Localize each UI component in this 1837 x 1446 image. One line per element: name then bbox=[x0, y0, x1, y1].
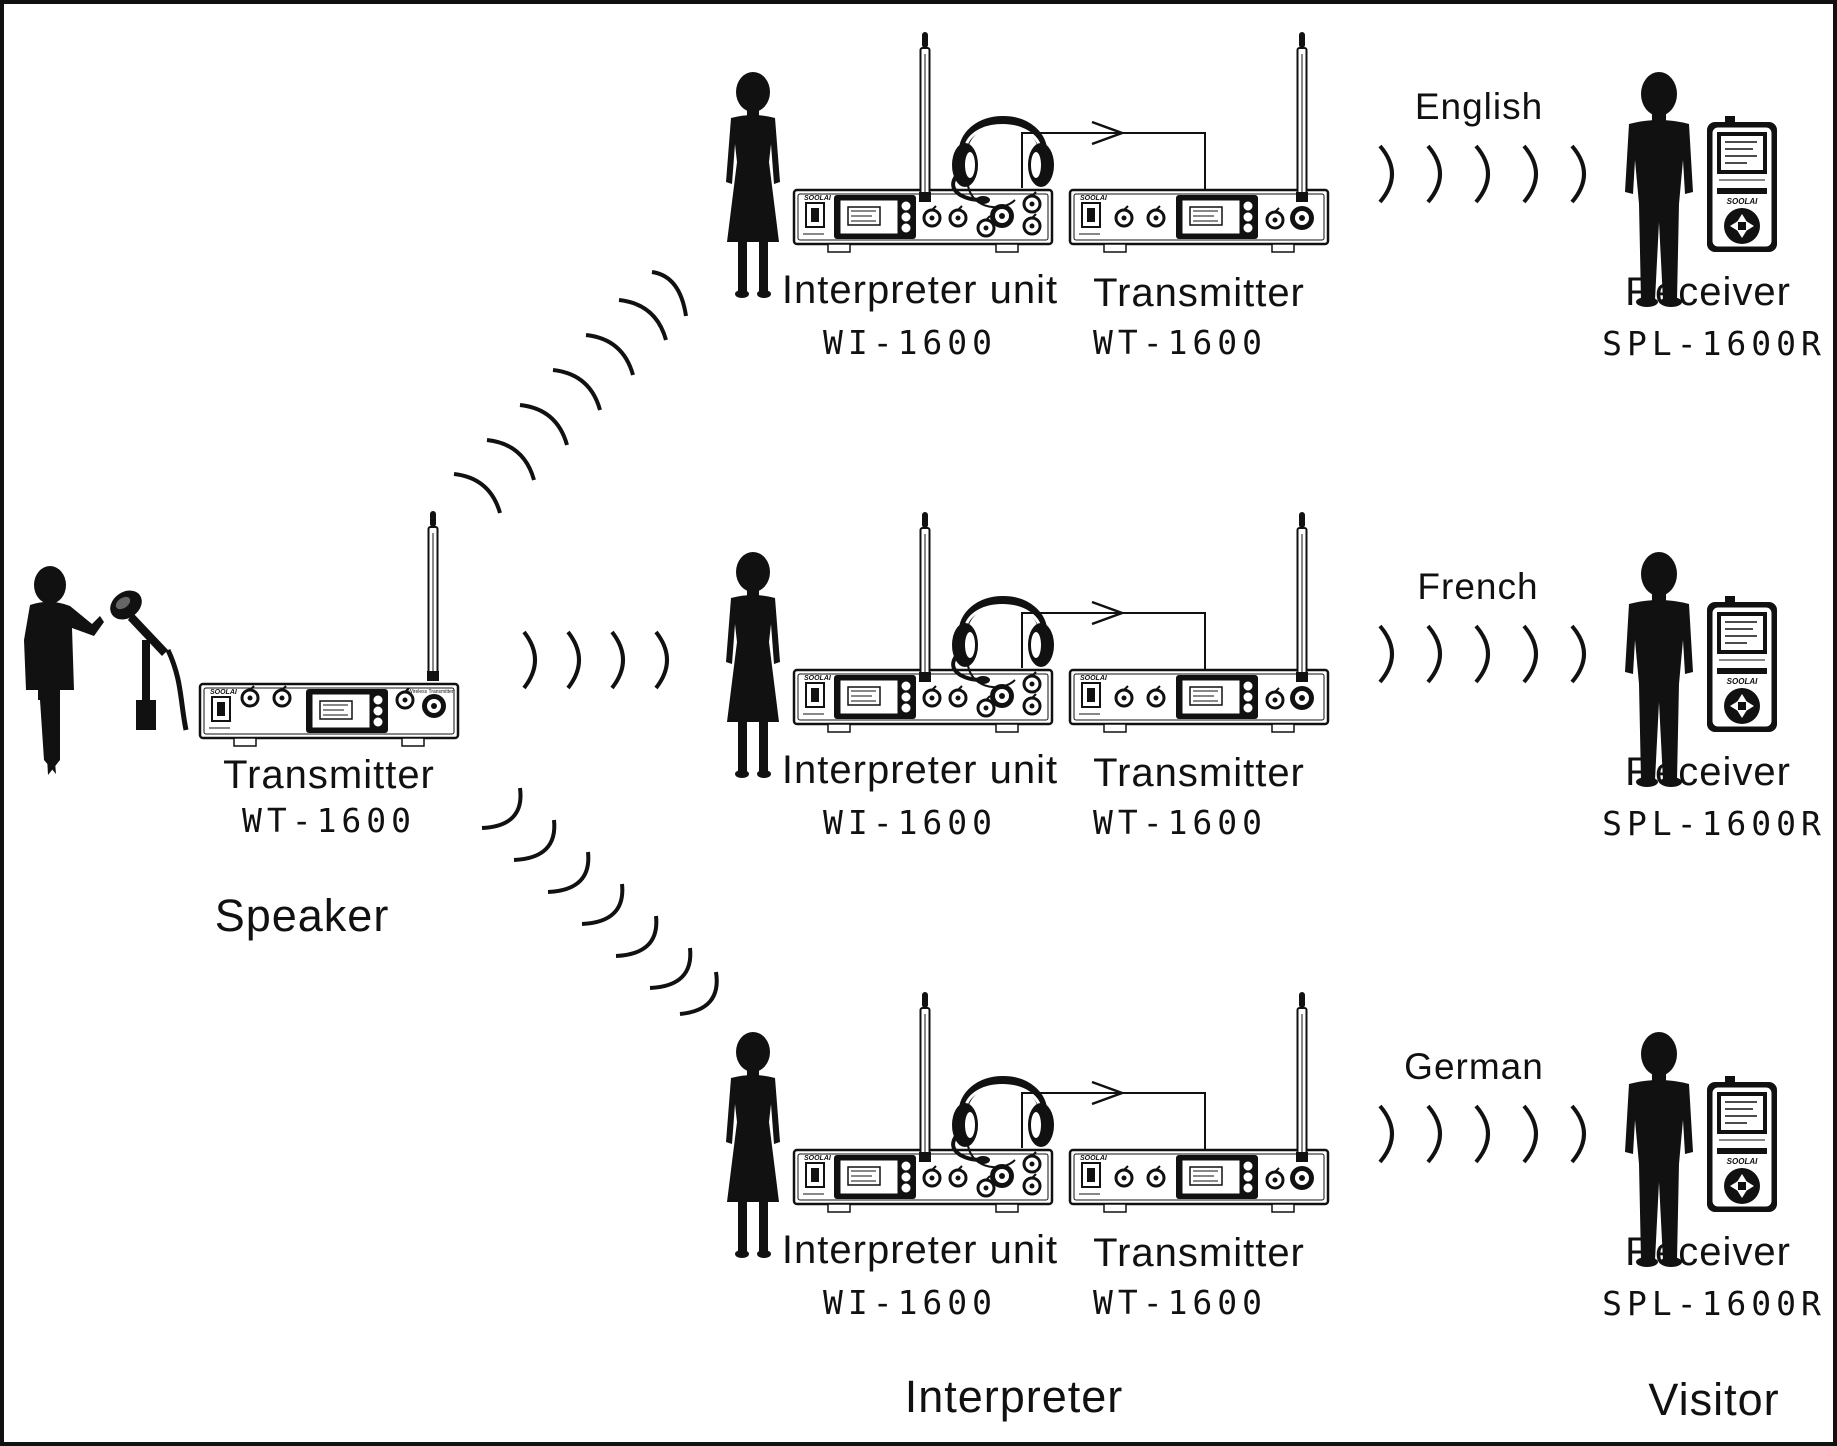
interpreter-unit-name: Interpreter unit bbox=[781, 1228, 1059, 1272]
language-label-french: French bbox=[1417, 566, 1539, 607]
interpreter-unit-name: Interpreter unit bbox=[781, 748, 1059, 792]
interpreter-person-icon bbox=[726, 552, 780, 778]
speaker-transmitter-device: Wireless Transmitter bbox=[198, 682, 460, 748]
row-transmitter-name: Transmitter bbox=[1093, 271, 1305, 315]
receiver-icon bbox=[1706, 1075, 1778, 1213]
arrow-icon bbox=[1021, 600, 1206, 672]
microphone-icon bbox=[110, 590, 189, 731]
transmitter-antenna-icon bbox=[1295, 991, 1309, 1163]
speaker-person-icon bbox=[24, 566, 104, 775]
receiver-name: Receiver bbox=[1625, 270, 1791, 314]
interpreter-unit-name: Interpreter unit bbox=[781, 268, 1059, 312]
speaker-role-label: Speaker bbox=[214, 890, 390, 941]
radio-wave-icon bbox=[1378, 624, 1586, 684]
interpreter-unit-model: WI-1600 bbox=[822, 323, 998, 362]
receiver-icon bbox=[1706, 595, 1778, 733]
radio-wave-up-icon bbox=[453, 270, 688, 514]
arrow-icon bbox=[1021, 1080, 1206, 1152]
interpreter-antenna-icon bbox=[918, 511, 932, 683]
receiver-model: SPL-1600R bbox=[1602, 324, 1826, 363]
radio-wave-down-icon bbox=[481, 787, 719, 1016]
receiver-model: SPL-1600R bbox=[1602, 804, 1826, 843]
row-transmitter-device bbox=[1068, 1148, 1330, 1214]
speaker-device-name: Transmitter bbox=[223, 753, 435, 797]
interpreter-person-icon bbox=[726, 1032, 780, 1258]
radio-wave-icon bbox=[522, 630, 669, 690]
language-label-english: English bbox=[1414, 86, 1544, 127]
transmitter-antenna-icon bbox=[1295, 31, 1309, 203]
receiver-model: SPL-1600R bbox=[1602, 1284, 1826, 1323]
interpreter-unit-model: WI-1600 bbox=[822, 1283, 998, 1322]
interpreter-person-icon bbox=[726, 72, 780, 298]
interpreter-antenna-icon bbox=[918, 31, 932, 203]
interpreter-row bbox=[726, 991, 1778, 1267]
row-transmitter-device bbox=[1068, 188, 1330, 254]
language-label-german: German bbox=[1404, 1046, 1544, 1087]
interpreter-role-label: Interpreter bbox=[904, 1371, 1124, 1422]
row-transmitter-model: WT-1600 bbox=[1092, 323, 1268, 362]
radio-wave-icon bbox=[1378, 144, 1586, 204]
receiver-name: Receiver bbox=[1625, 750, 1791, 794]
svg-text:Wireless Transmitter: Wireless Transmitter bbox=[408, 689, 454, 695]
row-transmitter-name: Transmitter bbox=[1093, 1231, 1305, 1275]
speaker-antenna-icon bbox=[426, 510, 440, 682]
transmitter-antenna-icon bbox=[1295, 511, 1309, 683]
row-transmitter-model: WT-1600 bbox=[1092, 1283, 1268, 1322]
receiver-name: Receiver bbox=[1625, 1230, 1791, 1274]
interpreter-row bbox=[726, 31, 1778, 307]
interpreter-unit-model: WI-1600 bbox=[822, 803, 998, 842]
row-transmitter-device bbox=[1068, 668, 1330, 734]
row-transmitter-model: WT-1600 bbox=[1092, 803, 1268, 842]
speaker-device-model: WT-1600 bbox=[241, 801, 417, 840]
interpreter-antenna-icon bbox=[918, 991, 932, 1163]
receiver-icon bbox=[1706, 115, 1778, 253]
visitor-role-label: Visitor bbox=[1648, 1374, 1780, 1425]
interpreter-row bbox=[726, 511, 1778, 787]
row-transmitter-name: Transmitter bbox=[1093, 751, 1305, 795]
arrow-icon bbox=[1021, 120, 1206, 192]
radio-wave-icon bbox=[1378, 1104, 1586, 1164]
